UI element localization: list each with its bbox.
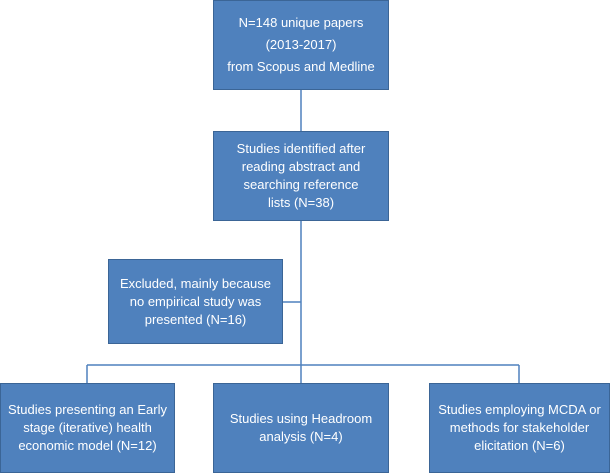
identified-line-2: reading abstract and [241, 159, 361, 174]
mcda-line-3: elicitation (N=6) [474, 438, 565, 453]
excluded-studies-box: Excluded, mainly because no empirical st… [108, 259, 283, 344]
identified-line-1: Studies identified after [236, 141, 366, 156]
identified-studies-box: Studies identified after reading abstrac… [213, 131, 389, 221]
early-line-3: economic model (N=12) [18, 438, 157, 453]
source-line-1: N=148 unique papers [238, 15, 364, 30]
excluded-line-1: Excluded, mainly because [119, 275, 272, 291]
early-line-2: stage (iterative) health [23, 420, 152, 435]
source-papers-box: N=148 unique papers (2013-2017) from Sco… [213, 0, 389, 90]
early-stage-model-box: Studies presenting an Early stage (itera… [0, 383, 175, 473]
mcda-line-2: methods for stakeholder [449, 420, 590, 435]
excluded-line-3: presented (N=16) [144, 311, 247, 327]
headroom-line-2: analysis (N=4) [259, 429, 343, 444]
excluded-line-2: no empirical study was [129, 293, 262, 309]
mcda-elicitation-box: Studies employing MCDA or methods for st… [429, 383, 610, 473]
headroom-analysis-box: Studies using Headroom analysis (N=4) [213, 383, 389, 473]
mcda-line-1: Studies employing MCDA or [438, 402, 601, 417]
early-line-1: Studies presenting an Early [8, 402, 167, 417]
identified-line-4: lists (N=38) [267, 195, 335, 210]
identified-line-3: searching reference [243, 177, 359, 192]
headroom-line-1: Studies using Headroom [229, 411, 373, 426]
source-line-3: from Scopus and Medline [227, 59, 375, 74]
source-line-2: (2013-2017) [265, 37, 337, 52]
